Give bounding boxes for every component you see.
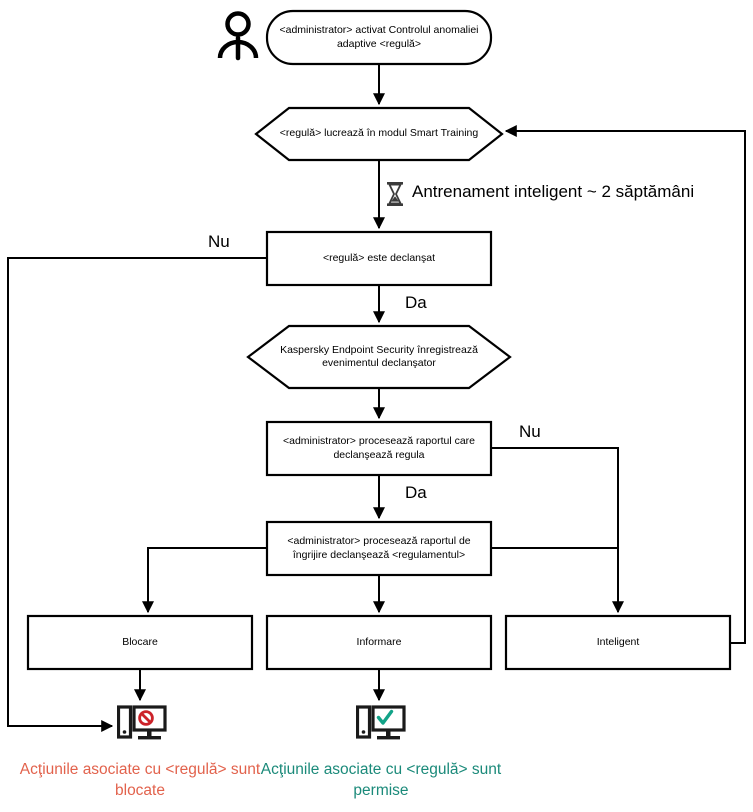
node-block-shape xyxy=(26,614,254,671)
edge-label-yes-top: Da xyxy=(405,293,427,312)
edge-admin-report-no-to-smart xyxy=(491,447,624,614)
outcome-allowed-caption: Acţiunile asociate cu <regulă> sunt perm… xyxy=(241,760,521,802)
edge-label-no-right: Nu xyxy=(519,422,541,441)
edge-smart-back-to-smart-training xyxy=(504,125,746,644)
outcome-allowed-line2: permise xyxy=(353,781,409,799)
training-note-label: Antrenament inteligent ~ 2 săptămâni xyxy=(412,182,695,201)
node-rule-triggered-shape xyxy=(265,230,493,287)
outcome-blocked-caption: Acţiunile asociate cu <regulă> sunt bloc… xyxy=(0,760,280,802)
node-admin-processes-report-shape xyxy=(265,420,493,477)
monitor-blocked-icon xyxy=(116,705,167,747)
node-smart-shape xyxy=(504,614,732,671)
node-start-shape xyxy=(265,9,493,66)
monitor-allowed-icon xyxy=(355,705,406,747)
person-icon xyxy=(209,10,267,62)
node-smart-training-shape xyxy=(254,106,504,162)
node-inform-shape xyxy=(265,614,493,671)
edge-label-no-left: Nu xyxy=(208,232,230,251)
edge-care-report-to-block xyxy=(142,547,267,614)
outcome-allowed-line1: Acţiunile asociate cu <regulă> sunt xyxy=(260,761,502,778)
edge-label-yes-bottom: Da xyxy=(405,483,427,502)
node-admin-processes-care-report-shape xyxy=(265,520,493,577)
node-kes-registers-shape xyxy=(246,324,512,390)
outcome-blocked-line1: Acţiunile asociate cu <regulă> sunt xyxy=(19,761,261,778)
hourglass-icon xyxy=(385,181,405,207)
outcome-blocked-line2: blocate xyxy=(115,781,165,799)
edge-rule-triggered-no-to-blocked xyxy=(7,257,267,732)
